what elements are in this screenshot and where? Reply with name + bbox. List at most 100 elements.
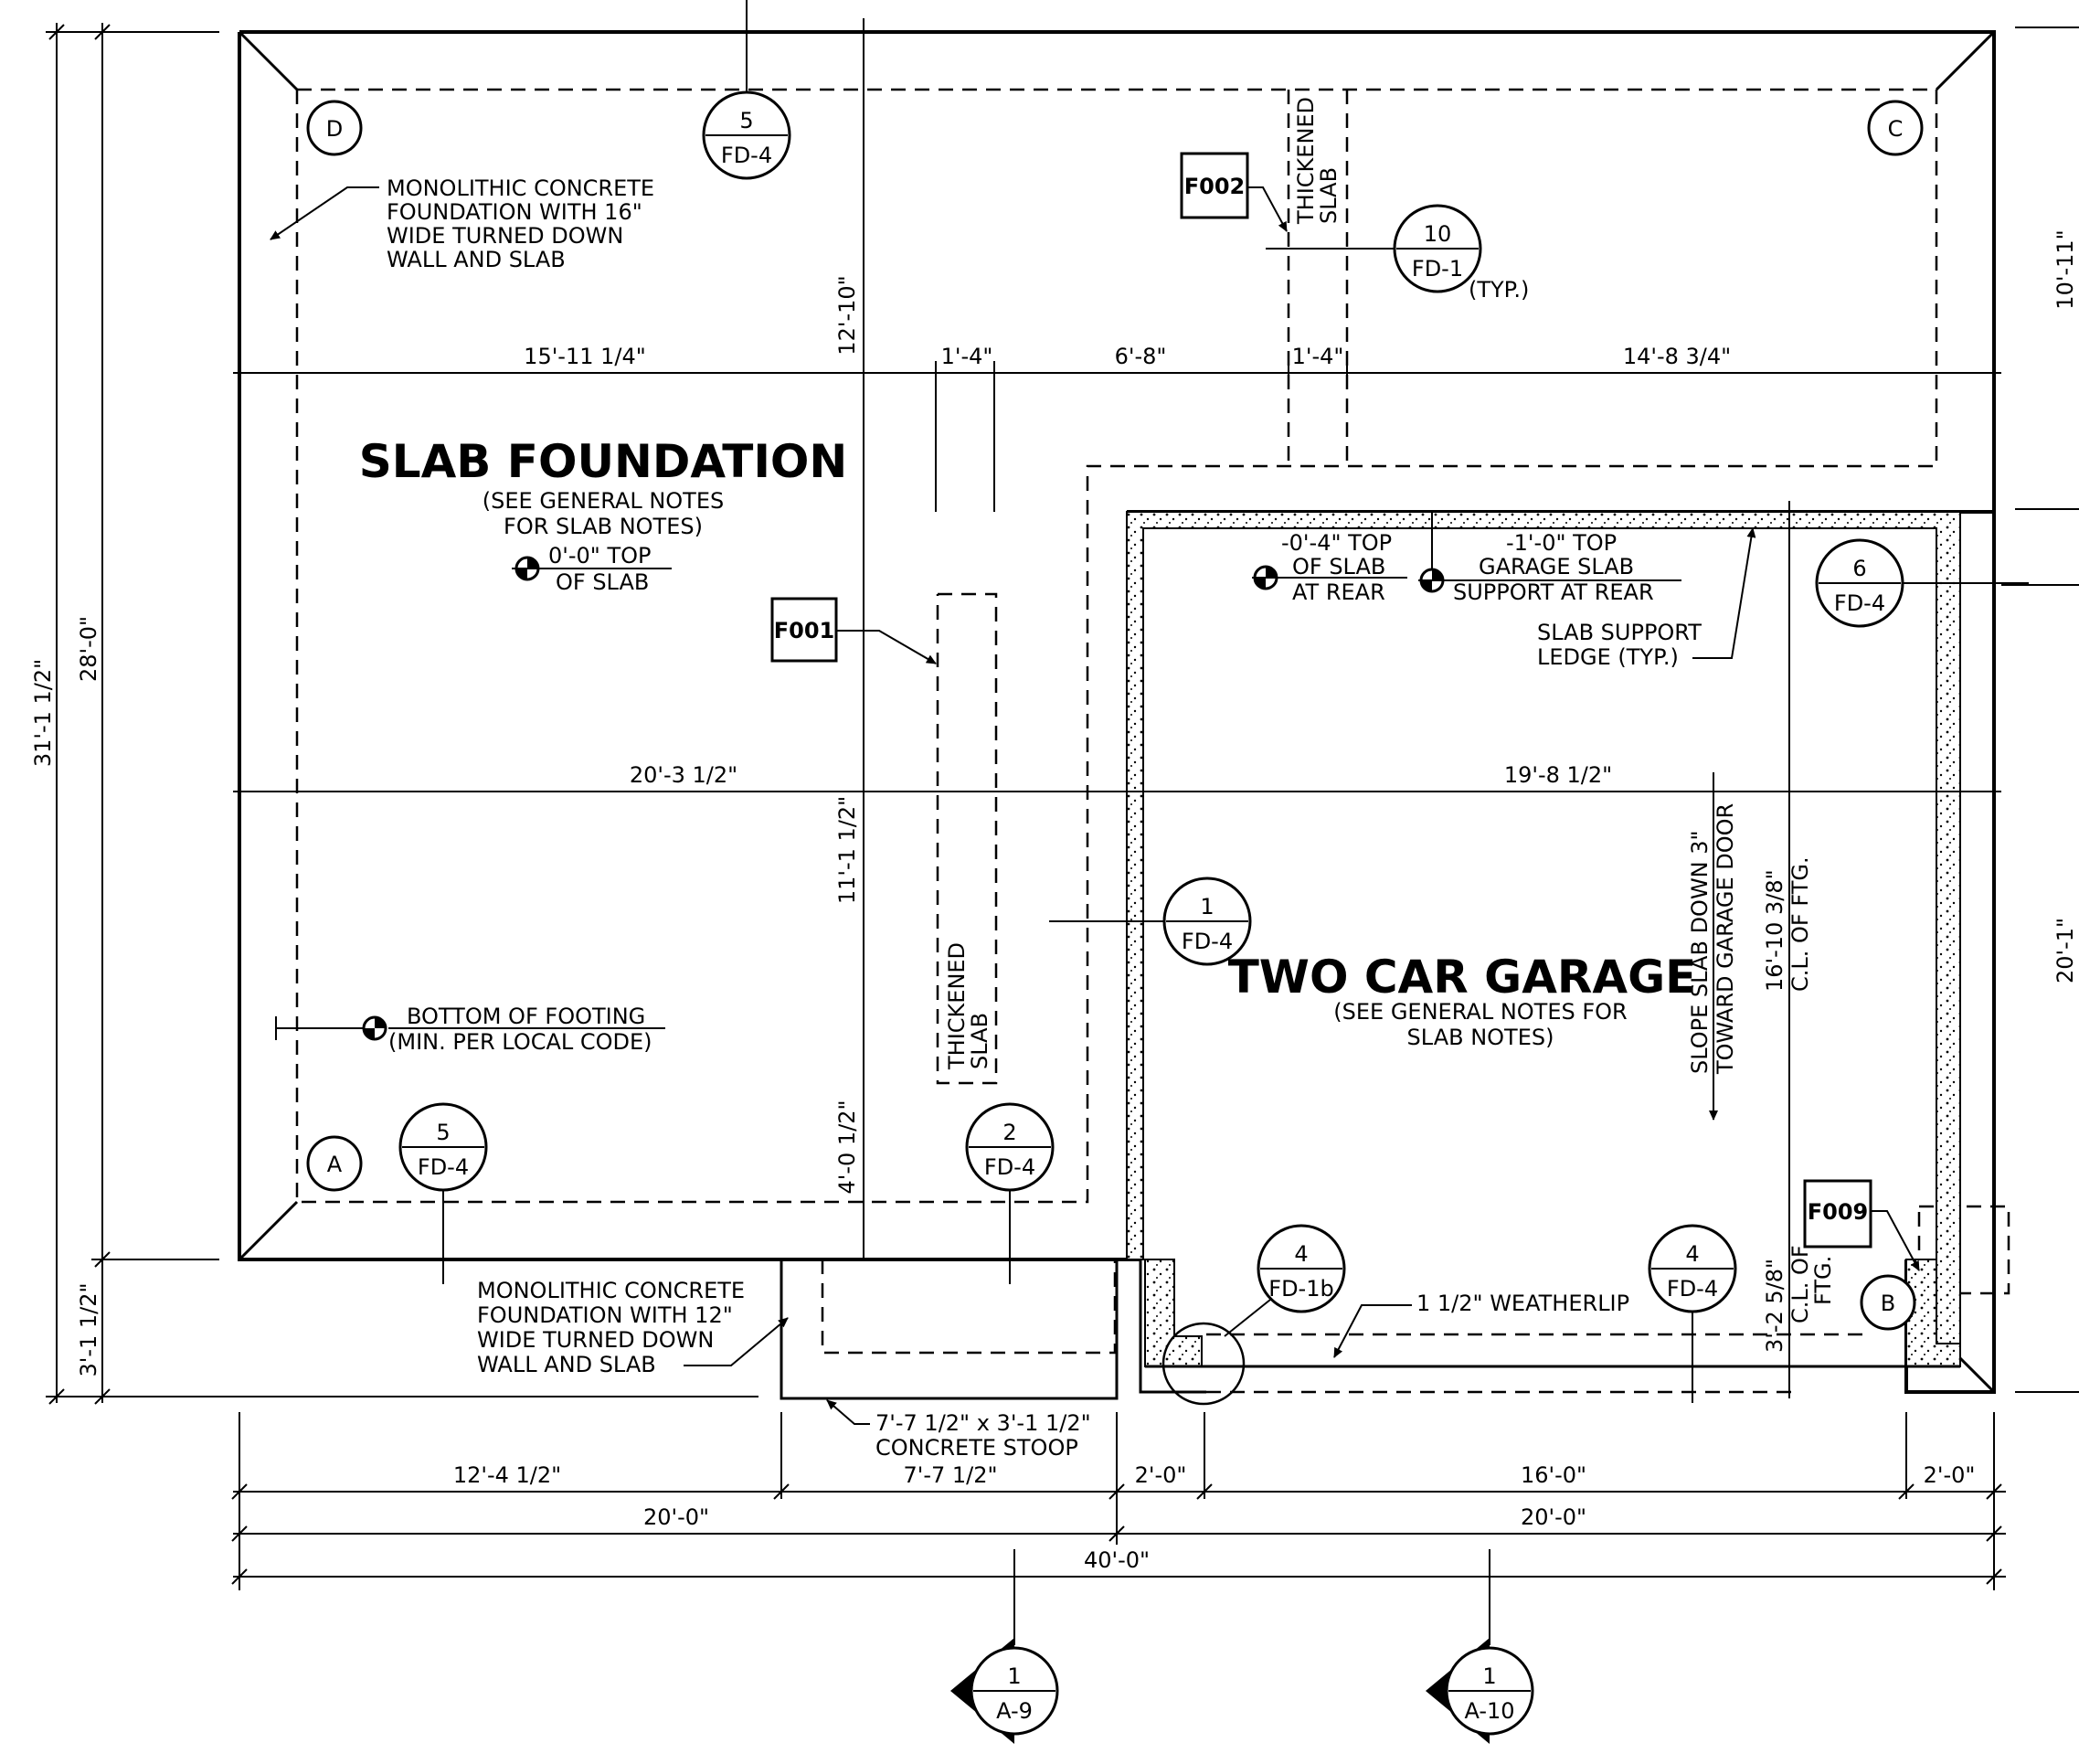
tag-f009-label: F009 <box>1808 1199 1869 1225</box>
tag-f009 <box>1803 1179 1920 1271</box>
bubble-10-ref: FD-1 <box>1412 256 1463 282</box>
slab-foundation-title: SLAB FOUNDATION <box>359 435 848 488</box>
cl-note-2: C.L. OF FTG. <box>1787 856 1813 992</box>
bubble-2-num: 2 <box>1002 1120 1016 1145</box>
bubble-1-ref: FD-4 <box>1182 929 1233 954</box>
grid-c-label: C <box>1888 116 1904 142</box>
bubble-6-num: 6 <box>1852 556 1866 581</box>
top-of-slab-1: 0'-0" TOP <box>548 543 652 569</box>
bubble-6-ref: FD-4 <box>1834 590 1885 616</box>
section-marker-a10-icon <box>1426 1549 1534 1744</box>
grid-d-label: D <box>326 116 343 142</box>
garage-slab-2: GARAGE SLAB <box>1479 554 1634 579</box>
dim-1-4-a: 1'-4" <box>941 344 993 369</box>
bubble-5-top-ref: FD-4 <box>721 143 772 168</box>
section-2-num: 1 <box>1482 1663 1496 1689</box>
grid-marker-b <box>1860 1274 1916 1331</box>
dim-7-7: 7'-7 1/2" <box>903 1462 997 1488</box>
thickened-slab-2b: SLAB <box>1316 167 1342 224</box>
dim-28-0: 28'-0" <box>76 616 101 682</box>
dim-16-0: 16'-0" <box>1521 1462 1586 1488</box>
garage-stem-wall <box>1126 511 1961 1394</box>
mono16-note-4: WALL AND SLAB <box>387 247 566 272</box>
garage-note-2: SLAB NOTES) <box>1407 1025 1554 1050</box>
grid-marker-c <box>1867 100 1924 156</box>
dim-12-4: 12'-4 1/2" <box>453 1462 561 1488</box>
interior-dim-lines <box>233 18 2001 1398</box>
garage-note-1: (SEE GENERAL NOTES FOR <box>1333 999 1627 1025</box>
dim-20-3: 20'-3 1/2" <box>630 762 737 788</box>
dim-2-0-left: 2'-0" <box>1135 1462 1187 1488</box>
dim-3-1: 3'-1 1/2" <box>76 1282 101 1376</box>
concrete-stoop <box>780 1259 1119 1400</box>
dim-1-4-b: 1'-4" <box>1292 344 1344 369</box>
rear-note-2: OF SLAB <box>1292 554 1385 579</box>
right-dimensions <box>2001 27 2079 1393</box>
detail-bubble-2 <box>965 1102 1055 1284</box>
bubble-5-top-num: 5 <box>739 108 753 133</box>
typ-note: (TYP.) <box>1469 277 1529 303</box>
dim-20-0-right: 20'-0" <box>1521 1504 1586 1530</box>
mono16-note-2: FOUNDATION WITH 16" <box>387 199 642 225</box>
dim-14-8: 14'-8 3/4" <box>1623 344 1731 369</box>
tag-f002-label: F002 <box>1184 174 1246 199</box>
cl-note-5: FTG. <box>1810 1256 1836 1305</box>
bubble-4a-num: 4 <box>1294 1241 1308 1267</box>
dim-15-11: 15'-11 1/4" <box>524 344 646 369</box>
dim-31-1: 31'-1 1/2" <box>30 659 56 767</box>
thickened-slab-2a: THICKENED <box>1293 97 1319 225</box>
dim-4-0: 4'-0 1/2" <box>834 1100 860 1194</box>
dim-20-0-left: 20'-0" <box>643 1504 709 1530</box>
weatherlip-note: 1 1/2" WEATHERLIP <box>1416 1291 1629 1316</box>
two-car-garage-title: TWO CAR GARAGE <box>1228 951 1697 1004</box>
rear-note-1: -0'-4" TOP <box>1281 530 1392 556</box>
ledge-note-2: LEDGE (TYP.) <box>1537 644 1679 670</box>
dim-19-8: 19'-8 1/2" <box>1504 762 1612 788</box>
bubble-10-num: 10 <box>1424 221 1452 247</box>
grid-a-label: A <box>327 1152 343 1177</box>
section-marker-a9-icon <box>950 1549 1059 1744</box>
bottom-footing-marker-icon <box>275 1015 665 1041</box>
dim-10-11: 10'-11" <box>2052 229 2078 309</box>
ledge-note-1: SLAB SUPPORT <box>1537 620 1702 645</box>
detail-bubble-6 <box>1815 538 2029 628</box>
section-1-num: 1 <box>1007 1663 1021 1689</box>
slope-note-2: TOWARD GARAGE DOOR <box>1713 803 1738 1075</box>
bottom-dimensions <box>231 1412 2006 1590</box>
mono12-note-3: WIDE TURNED DOWN <box>477 1327 714 1353</box>
cl-note-3: 3'-2 5/8" <box>1762 1259 1787 1353</box>
detail-bubble-5-top <box>702 0 791 180</box>
mono12-note-1: MONOLITHIC CONCRETE <box>477 1278 745 1303</box>
dim-6-8: 6'-8" <box>1115 344 1167 369</box>
tag-f001-label: F001 <box>774 618 835 643</box>
dim-40-0: 40'-0" <box>1084 1547 1150 1573</box>
detail-bubble-5-bottom <box>398 1102 488 1284</box>
left-dimensions <box>46 23 758 1405</box>
mono16-note-3: WIDE TURNED DOWN <box>387 223 623 249</box>
bubble-4b-ref: FD-4 <box>1667 1276 1718 1302</box>
detail-bubble-4-fd1b <box>1161 1224 1346 1406</box>
bubble-1-num: 1 <box>1200 894 1214 919</box>
cl-note-1: 16'-10 3/8" <box>1762 869 1787 992</box>
grid-b-label: B <box>1881 1291 1895 1316</box>
footing-dashed-line <box>295 88 2010 1394</box>
elevation-marker-garage-icon <box>1418 512 1681 593</box>
garage-slab-3: SUPPORT AT REAR <box>1453 579 1654 605</box>
top-of-slab-2: OF SLAB <box>556 569 649 595</box>
bubble-5-bottom-ref: FD-4 <box>418 1154 469 1180</box>
tag-f002 <box>1180 152 1288 232</box>
bubble-4a-ref: FD-1b <box>1268 1276 1333 1302</box>
footing-note-1: BOTTOM OF FOOTING <box>407 1004 645 1029</box>
bubble-5-bottom-num: 5 <box>436 1120 450 1145</box>
rear-note-3: AT REAR <box>1292 579 1385 605</box>
dim-12-10: 12'-10" <box>834 275 860 355</box>
grid-marker-d <box>306 100 363 156</box>
dim-20-1: 20'-1" <box>2052 918 2078 983</box>
detail-bubble-1 <box>1049 877 1252 966</box>
tag-f001 <box>770 597 937 664</box>
detail-bubble-4-fd4 <box>1648 1224 1737 1403</box>
footing-note-2: (MIN. PER LOCAL CODE) <box>388 1029 652 1055</box>
bubble-4b-num: 4 <box>1685 1241 1699 1267</box>
dim-2-0-right: 2'-0" <box>1924 1462 1976 1488</box>
